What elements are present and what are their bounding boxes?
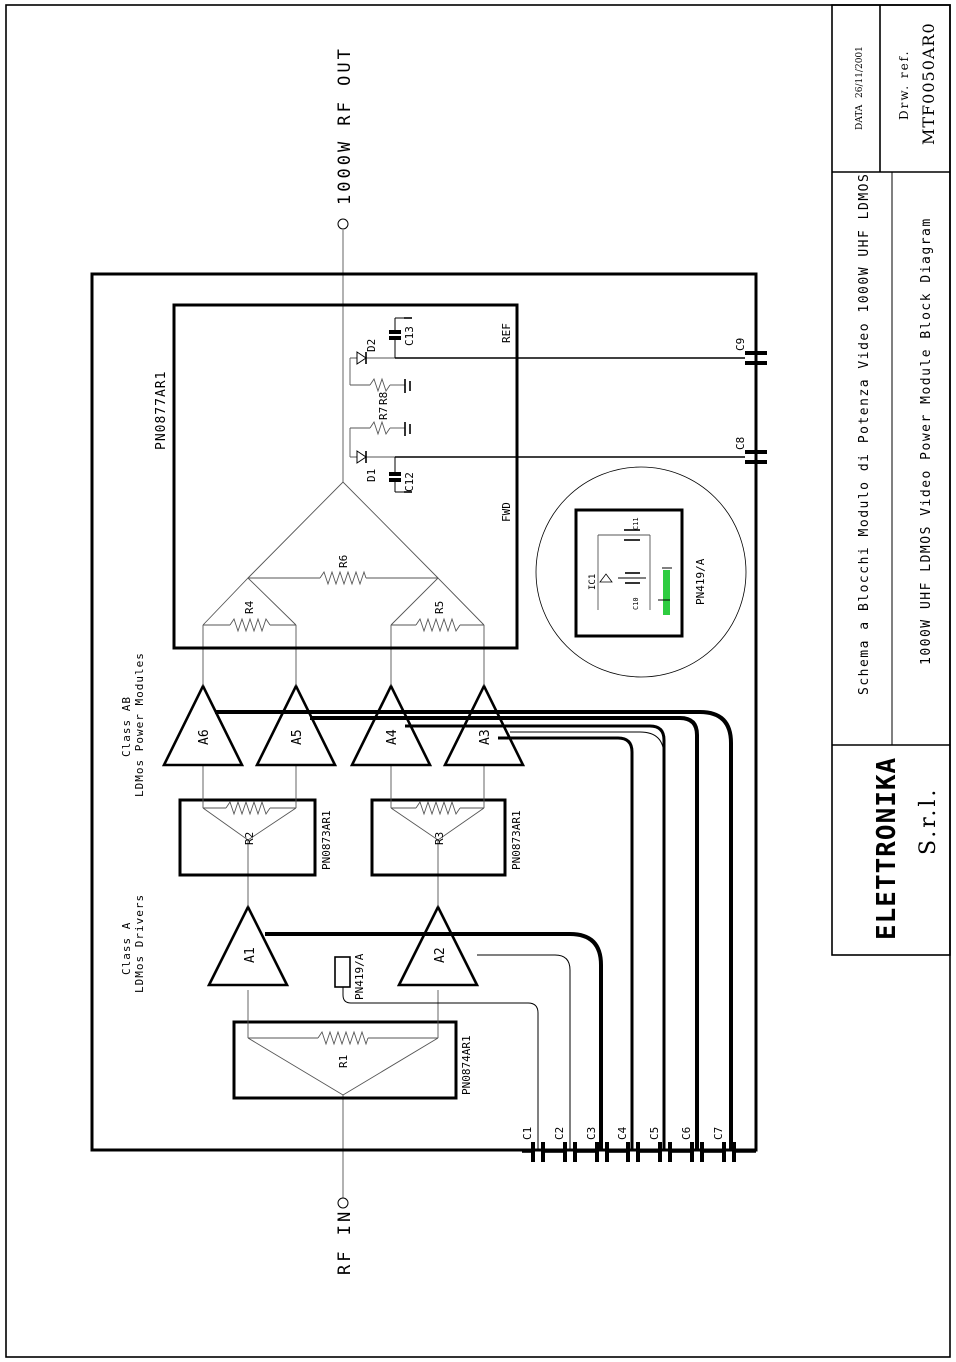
c9-label: C9 bbox=[734, 338, 747, 351]
class-ab-desc: LDMos Power Modules bbox=[133, 652, 146, 797]
r2-label: R2 bbox=[243, 832, 256, 845]
a2-label: A2 bbox=[433, 947, 448, 963]
amplifier-a2: A2 bbox=[396, 904, 480, 987]
a3-label: A3 bbox=[478, 729, 493, 745]
c8-label: C8 bbox=[734, 437, 747, 450]
a5-label: A5 bbox=[290, 729, 305, 745]
title-english: 1000W UHF LDMOS Video Power Module Block… bbox=[919, 217, 934, 665]
c6-label: C6 bbox=[680, 1127, 693, 1140]
date-label: DATA bbox=[855, 104, 865, 130]
bottom-capacitors: C1 C2 C3 C4 C5 bbox=[521, 1126, 756, 1162]
r4-label: R4 bbox=[243, 600, 256, 614]
r3-resistor bbox=[415, 800, 461, 816]
driver-combiner-1-label: PN0873AR1 bbox=[320, 810, 333, 870]
c9-capacitor: C9 bbox=[734, 338, 767, 365]
c5-capacitor: C5 bbox=[648, 1127, 680, 1162]
r6-resistor bbox=[319, 570, 367, 586]
c13-label: C13 bbox=[403, 326, 416, 346]
amplifier-a6: A6 bbox=[161, 683, 245, 767]
r8-label: R8 bbox=[377, 392, 390, 405]
rf-in-label: RF IN bbox=[335, 1209, 355, 1275]
inset-detail: C11 IC1 C10 PN419/A bbox=[535, 466, 747, 678]
r6-label: R6 bbox=[337, 555, 350, 568]
bias-lines bbox=[215, 710, 733, 1150]
r1-resistor bbox=[317, 1030, 369, 1046]
d1-diode bbox=[356, 450, 367, 464]
connector-green bbox=[663, 570, 670, 615]
driver-combiner-1: R2 PN0873AR1 bbox=[178, 798, 333, 877]
c6-capacitor: C6 bbox=[680, 1127, 712, 1162]
ref-label: Drw. ref. bbox=[897, 50, 911, 121]
ref-value: MTF0050AR0 bbox=[919, 22, 938, 145]
company-suffix: S.r.l. bbox=[916, 787, 941, 855]
ic1-label: IC1 bbox=[588, 574, 598, 590]
a4-label: A4 bbox=[385, 729, 400, 745]
c2-capacitor: C2 bbox=[553, 1127, 585, 1162]
r5-resistor bbox=[415, 617, 461, 633]
r4-resistor bbox=[229, 617, 271, 633]
title-italian: Schema a Blocchi Modulo di Potenza Video… bbox=[857, 173, 872, 695]
c12-label: C12 bbox=[403, 472, 416, 492]
bias-module: PN419/A bbox=[334, 953, 539, 1150]
c4-capacitor: C4 bbox=[616, 1126, 648, 1162]
sheet-border bbox=[5, 4, 951, 1358]
driver-combiner-2: R3 PN0873AR1 bbox=[370, 798, 523, 877]
amplifier-a1: A1 bbox=[206, 904, 290, 987]
a1-label: A1 bbox=[243, 947, 258, 963]
d2-label: D2 bbox=[365, 339, 378, 352]
title-block: ELETTRONIKA S.r.l. Schema a Blocchi Modu… bbox=[831, 4, 951, 956]
logo-text: ELETTRONIKA bbox=[872, 757, 902, 940]
r3-label: R3 bbox=[433, 832, 446, 845]
r5-label: R5 bbox=[433, 601, 446, 614]
c1-capacitor: C1 bbox=[521, 1127, 553, 1162]
c1-label: C1 bbox=[521, 1127, 534, 1140]
c7-capacitor: C7 bbox=[712, 1127, 756, 1162]
d2-diode bbox=[356, 351, 367, 365]
c4-label: C4 bbox=[616, 1126, 629, 1140]
class-a-desc: LDMos Drivers bbox=[133, 894, 146, 993]
rf-out-label: 1000W RF OUT bbox=[335, 46, 355, 205]
inset-module-label: PN419/A bbox=[694, 558, 707, 605]
c11-label: C11 bbox=[632, 517, 640, 530]
class-a-label: Class A bbox=[120, 922, 133, 975]
date-value: 26/11/2001 bbox=[855, 46, 865, 98]
r1-label: R1 bbox=[337, 1055, 350, 1068]
company-logo: ELETTRONIKA S.r.l. bbox=[872, 757, 941, 940]
output-combiner-module: PN0877AR1 R4 R5 R6 R7 D1 bbox=[154, 303, 745, 650]
input-splitter-module: R1 PN0874AR1 bbox=[232, 1020, 473, 1100]
output-combiner-label: PN0877AR1 bbox=[154, 371, 169, 450]
module-enclosure bbox=[90, 272, 758, 1152]
c5-label: C5 bbox=[648, 1127, 661, 1140]
fwd-label: FWD bbox=[500, 502, 513, 522]
amplifier-a5: A5 bbox=[254, 683, 338, 767]
r7-resistor bbox=[369, 420, 391, 436]
c3-label: C3 bbox=[585, 1127, 598, 1140]
c8-capacitor: C8 bbox=[734, 437, 767, 464]
c10-label: C10 bbox=[632, 597, 640, 610]
port-rf-out: 1000W RF OUT bbox=[335, 46, 355, 482]
ic1-symbol bbox=[599, 573, 613, 583]
a6-label: A6 bbox=[197, 729, 212, 745]
driver-combiner-2-label: PN0873AR1 bbox=[510, 810, 523, 870]
class-ab-label: Class AB bbox=[120, 696, 133, 757]
c7-label: C7 bbox=[712, 1127, 725, 1140]
port-rf-in: RF IN bbox=[335, 1095, 355, 1275]
r8-resistor bbox=[369, 377, 391, 393]
d1-label: D1 bbox=[365, 469, 378, 482]
r7-label: R7 bbox=[377, 407, 390, 420]
c2-label: C2 bbox=[553, 1127, 566, 1140]
input-splitter-label: PN0874AR1 bbox=[460, 1035, 473, 1095]
r2-resistor bbox=[225, 800, 271, 816]
ref-label: REF bbox=[500, 323, 513, 343]
c3-capacitor: C3 bbox=[585, 1127, 617, 1162]
bias-module-label: PN419/A bbox=[353, 953, 366, 1000]
